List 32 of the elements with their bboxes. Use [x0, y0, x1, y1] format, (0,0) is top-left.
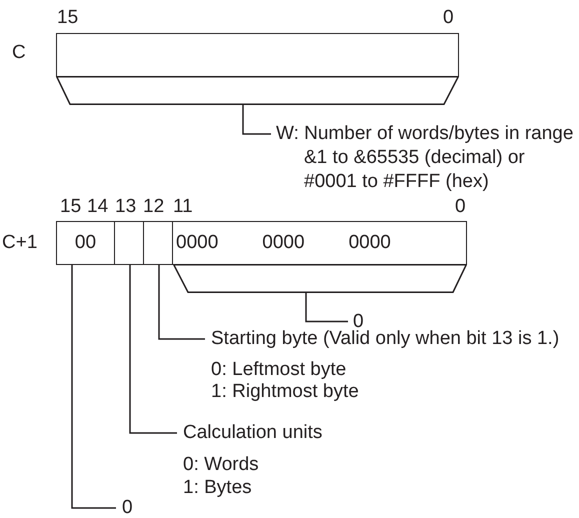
- value-text: 0: [116, 498, 133, 518]
- value-text: 0: [348, 313, 364, 330]
- option-text: 1: Bytes: [183, 478, 252, 498]
- range-bracket: [173, 264, 467, 293]
- option-text: 0: Words: [183, 455, 259, 475]
- bit-number: 0: [443, 8, 454, 28]
- bit-number: 13: [115, 197, 136, 217]
- register-label: C+1: [2, 233, 38, 253]
- leader-line: [242, 105, 271, 135]
- option-text: 1: Rightmost byte: [211, 382, 359, 402]
- range-bracket: [56, 76, 459, 105]
- leader-line: [129, 264, 177, 434]
- bit-value: 0000: [176, 233, 218, 253]
- leader-line: [71, 264, 116, 509]
- leader-line: [158, 264, 205, 340]
- register-label: C: [12, 43, 26, 63]
- bit-number: 14: [87, 197, 108, 217]
- option-text: 0: Leftmost byte: [211, 360, 346, 380]
- register-box: [56, 33, 459, 77]
- leader-line: [305, 293, 348, 322]
- bit-number: 15: [60, 197, 82, 217]
- bit-value: 0000: [262, 233, 305, 253]
- field-description: W: Number of words/bytes in range &1 to &65535 (decimal) or #0001 to #FFFF (hex): [271, 122, 577, 194]
- bit-value: 0000: [348, 233, 391, 253]
- field-description: Starting byte (Valid only when bit 13 is 1.): [205, 330, 560, 348]
- bit-value: 00: [74, 233, 96, 253]
- bit-number: 0: [455, 197, 466, 217]
- field-description: Calculation units: [177, 423, 322, 443]
- bit-number: 11: [173, 197, 193, 217]
- bit-number: 12: [143, 197, 164, 217]
- register-box: [56, 221, 467, 265]
- bit-number: 15: [57, 8, 78, 28]
